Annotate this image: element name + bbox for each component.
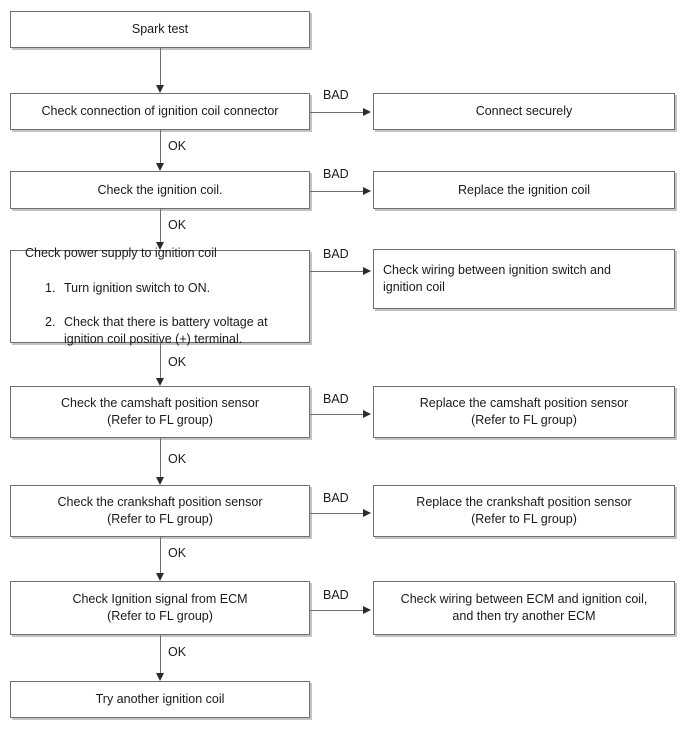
node-check-power-supply[interactable]: Check power supply to ignition coil 1. T… xyxy=(10,246,310,346)
connector-horizontal xyxy=(310,610,365,611)
arrowhead-right-icon xyxy=(363,508,371,517)
edge-label-bad: BAD xyxy=(323,247,349,261)
node-replace-crankshaft-sensor[interactable]: Replace the crankshaft position sensor (… xyxy=(373,485,675,537)
connector-vertical xyxy=(160,537,161,573)
arrowhead-down-icon xyxy=(155,573,164,581)
arrowhead-down-icon xyxy=(155,85,164,93)
connector-vertical xyxy=(160,438,161,477)
edge-label-ok: OK xyxy=(168,355,187,369)
connector-vertical xyxy=(160,48,161,85)
node-try-another-coil[interactable]: Try another ignition coil xyxy=(10,681,310,718)
arrowhead-down-icon xyxy=(155,477,164,485)
step-item: 2. Check that there is battery voltage a… xyxy=(25,314,309,348)
node-try-another-coil-label: Try another ignition coil xyxy=(95,692,225,706)
node-check-crankshaft-sensor-label: Check the crankshaft position sensor (Re… xyxy=(57,495,263,526)
node-replace-camshaft-sensor[interactable]: Replace the camshaft position sensor (Re… xyxy=(373,386,675,438)
arrowhead-right-icon xyxy=(363,266,371,275)
connector-vertical xyxy=(160,209,161,242)
node-check-ignition-signal-label: Check Ignition signal from ECM (Refer to… xyxy=(72,592,248,623)
edge-label-bad: BAD xyxy=(323,491,349,505)
step-item: 1. Turn ignition switch to ON. xyxy=(25,280,309,297)
edge-label-ok: OK xyxy=(168,139,187,153)
connector-horizontal xyxy=(310,414,365,415)
node-check-coil-label: Check the ignition coil. xyxy=(97,182,223,197)
edge-label-bad: BAD xyxy=(323,588,349,602)
edge-label-ok: OK xyxy=(168,218,187,232)
connector-vertical xyxy=(160,130,161,163)
node-check-camshaft-sensor[interactable]: Check the camshaft position sensor (Refe… xyxy=(10,386,310,438)
arrowhead-down-icon xyxy=(155,673,164,681)
node-replace-ignition-coil-label: Replace the ignition coil xyxy=(457,182,591,197)
arrowhead-down-icon xyxy=(155,378,164,386)
node-check-wiring-ecm[interactable]: Check wiring between ECM and ignition co… xyxy=(373,581,675,635)
edge-label-bad: BAD xyxy=(323,167,349,181)
arrowhead-right-icon xyxy=(363,107,371,116)
node-check-coil[interactable]: Check the ignition coil. xyxy=(10,171,310,209)
node-connect-securely-label: Connect securely xyxy=(475,104,573,118)
step-text: Check that there is battery voltage at i… xyxy=(64,315,268,346)
connector-horizontal xyxy=(310,271,365,272)
node-connect-securely[interactable]: Connect securely xyxy=(373,93,675,130)
node-check-connector-label: Check connection of ignition coil connec… xyxy=(41,104,279,118)
arrowhead-right-icon xyxy=(363,605,371,614)
connector-vertical xyxy=(160,635,161,673)
step-text: Turn ignition switch to ON. xyxy=(64,281,211,295)
node-replace-crankshaft-sensor-label: Replace the crankshaft position sensor (… xyxy=(416,495,632,526)
node-check-connector[interactable]: Check connection of ignition coil connec… xyxy=(10,93,310,130)
node-check-wiring-ignition-switch[interactable]: Check wiring between ignition switch and… xyxy=(373,249,675,309)
edge-label-ok: OK xyxy=(168,645,187,659)
node-replace-ignition-coil[interactable]: Replace the ignition coil xyxy=(373,171,675,209)
step-number: 2. xyxy=(45,315,56,329)
arrowhead-right-icon xyxy=(363,186,371,195)
node-check-camshaft-sensor-label: Check the camshaft position sensor (Refe… xyxy=(60,396,260,427)
node-replace-camshaft-sensor-label: Replace the camshaft position sensor (Re… xyxy=(419,396,629,427)
arrowhead-down-icon xyxy=(155,242,164,250)
node-check-wiring-ecm-label: Check wiring between ECM and ignition co… xyxy=(400,592,648,623)
node-spark-test-label: Spark test xyxy=(131,22,189,36)
arrowhead-right-icon xyxy=(363,409,371,418)
edge-label-ok: OK xyxy=(168,452,187,466)
node-spark-test[interactable]: Spark test xyxy=(10,11,310,48)
edge-label-bad: BAD xyxy=(323,88,349,102)
step-number: 1. xyxy=(45,281,56,295)
node-check-ignition-signal[interactable]: Check Ignition signal from ECM (Refer to… xyxy=(10,581,310,635)
node-check-crankshaft-sensor[interactable]: Check the crankshaft position sensor (Re… xyxy=(10,485,310,537)
edge-label-ok: OK xyxy=(168,546,187,560)
node-check-wiring-ignition-switch-label: Check wiring between ignition switch and… xyxy=(383,263,611,294)
connector-horizontal xyxy=(310,112,365,113)
node-check-power-supply-heading: Check power supply to ignition coil xyxy=(25,246,217,260)
connector-horizontal xyxy=(310,191,365,192)
connector-horizontal xyxy=(310,513,365,514)
edge-label-bad: BAD xyxy=(323,392,349,406)
connector-vertical xyxy=(160,343,161,378)
arrowhead-down-icon xyxy=(155,163,164,171)
